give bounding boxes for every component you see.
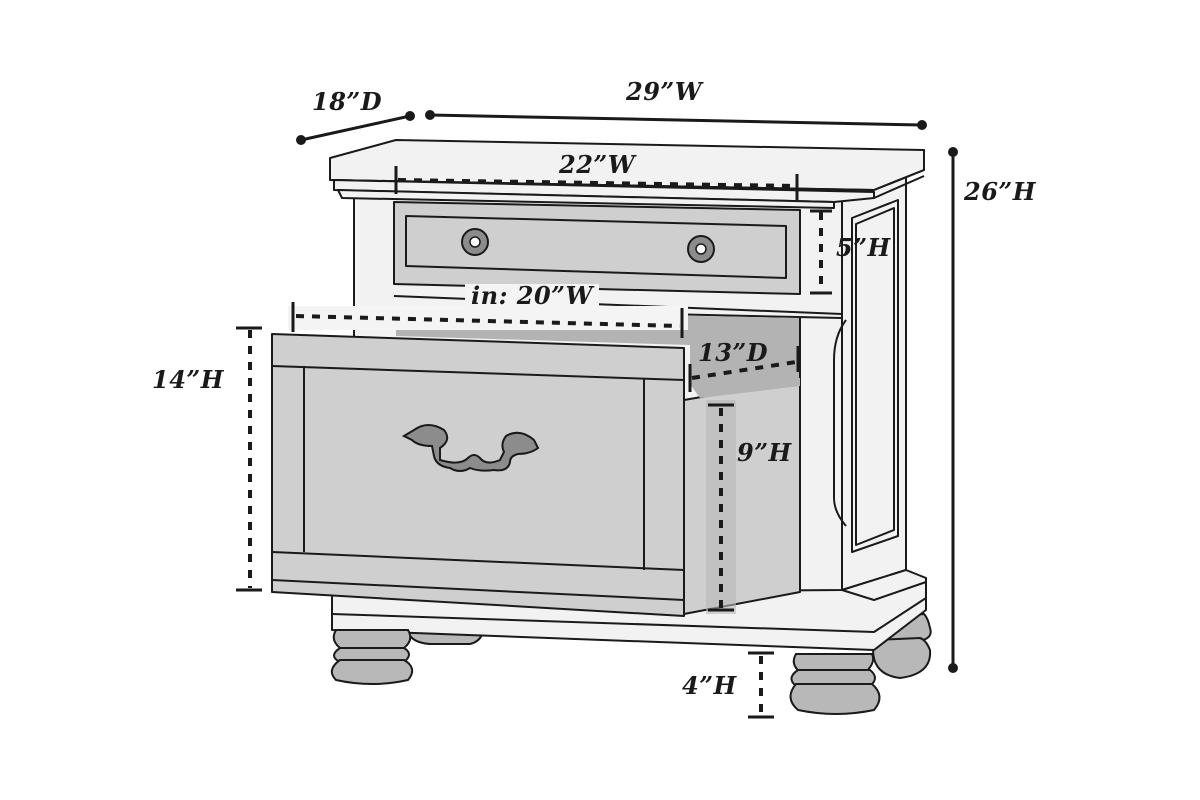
label-leg-height: 4”H [682, 671, 737, 700]
top-drawer [393, 201, 801, 295]
label-file-drawer-height: 14”H [152, 365, 224, 394]
front-feet [330, 629, 881, 715]
dim-file-drawer-interior-height-line [706, 400, 736, 614]
label-file-drawer-interior-height: 9”H [737, 438, 792, 467]
bail-pull-handle [401, 424, 540, 472]
dim-leg-height-line [748, 651, 774, 719]
dim-top-drawer-height-line [810, 209, 832, 295]
label-interior-width: in: 20”W [465, 284, 599, 308]
drawer-knob-right [687, 235, 715, 263]
drawer-knob-left [461, 228, 489, 256]
label-overall-width: 29”W [626, 77, 703, 106]
dim-file-drawer-depth-line [688, 346, 800, 392]
dim-interior-width-line [288, 302, 688, 338]
dim-overall-width-line [425, 110, 927, 130]
dim-file-drawer-height-line [236, 326, 262, 592]
label-overall-height: 26”H [964, 177, 1036, 206]
dim-overall-depth-line [296, 111, 415, 145]
dim-overall-height-line [948, 147, 958, 673]
dim-top-drawer-width-line [394, 166, 799, 200]
label-top-drawer-height: 5”H [836, 233, 891, 262]
label-overall-depth: 18”D [312, 87, 383, 116]
label-file-drawer-depth: 13”D [698, 338, 769, 367]
label-top-drawer-width: 22”W [553, 153, 642, 177]
